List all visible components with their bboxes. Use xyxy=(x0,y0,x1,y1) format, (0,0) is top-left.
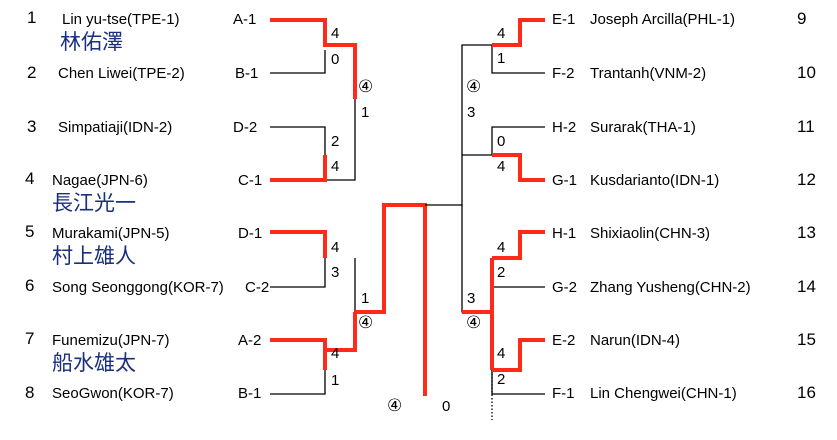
score: 4 xyxy=(331,158,340,175)
seed-1: 1 xyxy=(27,8,37,27)
score: ④ xyxy=(358,313,374,332)
score: 3 xyxy=(467,104,476,121)
final-score-left: ④ xyxy=(387,396,403,415)
red-r-p9 xyxy=(492,18,545,47)
player-name-1: Lin yu-tse(TPE-1) xyxy=(62,11,180,28)
red-l-p1 xyxy=(270,18,357,99)
player-jp-name-1: 林佑澤 xyxy=(60,30,123,54)
score: 0 xyxy=(331,51,340,68)
slot-13: H-1 xyxy=(552,225,577,242)
player-name-12: Kusdarianto(IDN-1) xyxy=(590,172,720,189)
red-l-sf-bot xyxy=(323,312,357,370)
slot-5: D-1 xyxy=(238,225,263,242)
player-name-10: Trantanh(VNM-2) xyxy=(590,65,707,82)
score: 4 xyxy=(331,25,340,42)
slot-10: F-2 xyxy=(552,65,575,82)
slot-1: A-1 xyxy=(233,11,257,28)
seed-10: 10 xyxy=(797,63,816,82)
player-name-16: Lin Chengwei(CHN-1) xyxy=(590,385,737,402)
player-name-6: Song Seonggong(KOR-7) xyxy=(52,279,224,296)
line-r-p11 xyxy=(491,126,545,155)
slot-11: H-2 xyxy=(552,119,577,136)
player-jp-name-7: 船水雄太 xyxy=(52,351,136,375)
seed-6: 6 xyxy=(25,276,35,295)
line-l-p2 xyxy=(270,50,326,74)
slot-9: E-1 xyxy=(552,11,576,28)
player-name-11: Surarak(THA-1) xyxy=(590,119,696,136)
slot-15: E-2 xyxy=(552,332,576,349)
line-r-p10 xyxy=(491,45,545,74)
player-name-8: SeoGwon(KOR-7) xyxy=(52,385,174,402)
seed-5: 5 xyxy=(25,222,35,241)
player-name-5: Murakami(JPN-5) xyxy=(52,225,170,242)
line-l-p3 xyxy=(270,126,326,155)
score: 3 xyxy=(331,264,340,281)
line-l-p8 xyxy=(270,370,326,395)
seed-11: 11 xyxy=(797,117,815,136)
red-l-p4 xyxy=(270,155,327,182)
red-l-p7 xyxy=(270,338,327,370)
player-jp-name-4: 長江光一 xyxy=(52,191,136,215)
line-l-p6 xyxy=(270,258,326,288)
score: 0 xyxy=(497,133,506,150)
slot-12: G-1 xyxy=(552,172,578,189)
score: 1 xyxy=(497,50,506,67)
score: 2 xyxy=(497,264,506,281)
player-name-4: Nagae(JPN-6) xyxy=(52,172,148,189)
score: 4 xyxy=(497,239,506,256)
seed-12: 12 xyxy=(797,170,816,189)
score: 1 xyxy=(361,290,370,307)
score: 4 xyxy=(497,158,506,175)
score: 4 xyxy=(497,25,506,42)
player-name-2: Chen Liwei(TPE-2) xyxy=(58,65,185,82)
player-name-14: Zhang Yusheng(CHN-2) xyxy=(590,279,751,296)
player-name-7: Funemizu(JPN-7) xyxy=(52,332,170,349)
red-r-p12 xyxy=(492,153,545,182)
red-r-p13 xyxy=(492,230,545,260)
slot-2: B-1 xyxy=(235,65,259,82)
slot-6: C-2 xyxy=(245,279,270,296)
red-l-final xyxy=(355,203,427,396)
score: ④ xyxy=(466,313,482,332)
slot-4: C-1 xyxy=(238,172,263,189)
score: 4 xyxy=(331,239,340,256)
seed-7: 7 xyxy=(25,329,35,348)
slot-14: G-2 xyxy=(552,279,578,296)
slot-3: D-2 xyxy=(233,119,258,136)
seed-3: 3 xyxy=(27,117,37,136)
slot-8: B-1 xyxy=(238,385,262,402)
seed-16: 16 xyxy=(797,383,816,402)
red-r-p15 xyxy=(492,338,545,372)
seed-13: 13 xyxy=(797,223,816,242)
seed-9: 9 xyxy=(797,9,807,28)
score: ④ xyxy=(466,77,482,96)
score: 1 xyxy=(331,372,340,389)
player-name-15: Narun(IDN-4) xyxy=(590,332,681,349)
score: 4 xyxy=(497,345,506,362)
final-score-right: 0 xyxy=(442,398,451,415)
seed-14: 14 xyxy=(797,277,816,296)
seed-15: 15 xyxy=(797,330,816,349)
score: 3 xyxy=(467,290,476,307)
score: 1 xyxy=(361,104,370,121)
player-name-3: Simpatiaji(IDN-2) xyxy=(58,119,173,136)
player-jp-name-5: 村上雄人 xyxy=(52,244,136,268)
score: ④ xyxy=(358,77,374,96)
slot-7: A-2 xyxy=(238,332,262,349)
red-l-p5 xyxy=(270,230,327,258)
player-name-9: Joseph Arcilla(PHL-1) xyxy=(590,11,736,28)
slot-16: F-1 xyxy=(552,385,575,402)
score: 2 xyxy=(497,371,506,388)
line-r-sf-top xyxy=(425,44,492,206)
score: 2 xyxy=(331,133,340,150)
line-l-sf-top xyxy=(325,99,356,181)
seed-8: 8 xyxy=(25,383,35,402)
player-name-13: Shixiaolin(CHN-3) xyxy=(590,225,711,242)
seed-4: 4 xyxy=(25,169,35,188)
seed-2: 2 xyxy=(27,63,37,82)
score: 4 xyxy=(331,345,340,362)
